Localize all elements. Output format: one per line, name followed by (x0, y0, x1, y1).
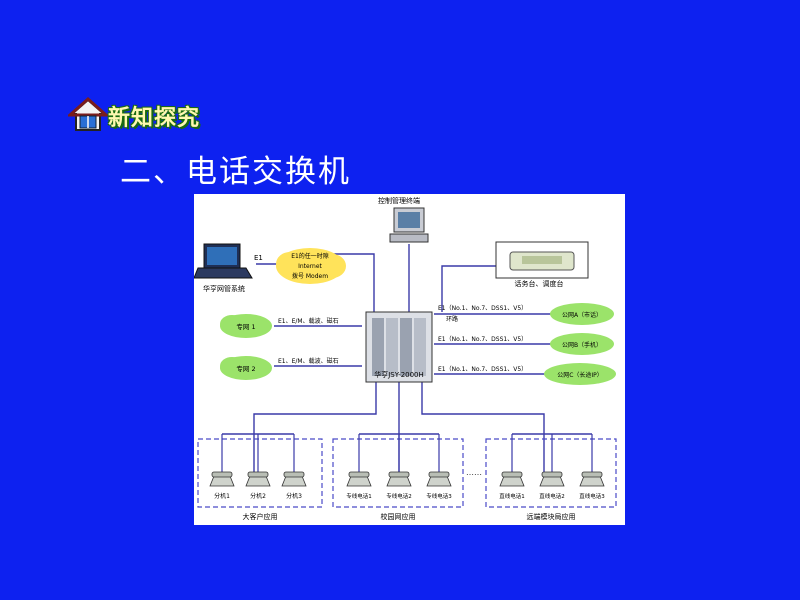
phone-label: 专线电话2 (386, 492, 412, 500)
control-terminal-label: 控制管理终端 (378, 196, 420, 205)
mgmt-system-label: 华亨网管系统 (203, 284, 245, 293)
private-cloud-2-label: 专网 2 (236, 364, 255, 373)
private-link-1-label: E1、E/M、载波、磁石 (278, 317, 339, 325)
loop-label: 环路 (446, 315, 458, 323)
connection-lines (222, 244, 592, 474)
telephone-switch-diagram: 控制管理终端 话务台、调度台 华亨网管系统 E1 E1的任一时隙 Interne… (194, 194, 625, 525)
switch-label: 华亨JSY-2000H (374, 370, 424, 379)
phone-label: 分机1 (214, 492, 230, 500)
page-title: 二、电话交换机 (120, 154, 351, 190)
phone-icon (346, 434, 372, 487)
phone-label: 专线电话1 (346, 492, 372, 500)
private-link-2-label: E1、E/M、载波、磁石 (278, 357, 339, 365)
phone-label: 直线电话1 (499, 492, 525, 500)
laptop-icon (194, 243, 253, 279)
phone-label: 专线电话3 (426, 492, 452, 500)
phone-icon (579, 434, 605, 487)
phone-icon (426, 434, 452, 487)
group-2-title: 校园网应用 (381, 512, 416, 521)
section-badge: 新知探究 (68, 96, 228, 134)
private-cloud-1-label: 专网 1 (236, 322, 255, 331)
public-cloud-b (550, 333, 614, 355)
phone-label: 直线电话3 (579, 492, 605, 500)
group-box-3 (485, 438, 617, 508)
group-box-2 (332, 438, 464, 508)
mgmt-link-label: E1 (254, 254, 263, 262)
badge-label: 新知探究 (108, 105, 201, 131)
public-cloud-a-label: 公网A（市话） (562, 311, 602, 319)
private-cloud-1 (220, 314, 272, 338)
public-link-b-label: E1（No.1、No.7、DSS1、V5） (438, 336, 527, 343)
switch-cabinet-icon (365, 311, 433, 383)
phone-icon (499, 434, 525, 487)
operator-console-label: 话务台、调度台 (515, 279, 564, 288)
cloud-line-1: E1的任一时隙 (291, 252, 329, 260)
internet-cloud (276, 248, 346, 284)
public-cloud-c (544, 363, 616, 385)
public-link-a-label: E1（No.1、No.7、DSS1、V5） (438, 305, 527, 312)
public-cloud-c-label: 公网C（长途IP） (557, 371, 603, 379)
public-link-c-label: E1（No.1、No.7、DSS1、V5） (438, 366, 527, 373)
private-cloud-2 (220, 356, 272, 380)
group-1-title: 大客户应用 (243, 512, 278, 521)
ellipsis-label: …… (466, 468, 482, 477)
cloud-line-3: 拨号 Modem (292, 272, 328, 280)
phone-icon (281, 434, 307, 487)
phone-label: 直线电话2 (539, 492, 565, 500)
phone-label: 分机3 (286, 492, 302, 500)
phone-icon (209, 434, 235, 487)
house-book-icon (68, 96, 108, 131)
phone-label: 分机2 (250, 492, 266, 500)
phone-icon (245, 434, 271, 487)
public-cloud-b-label: 公网B（手机） (562, 341, 602, 349)
phone-icon (386, 434, 412, 487)
phone-icon (539, 434, 565, 487)
console-icon (495, 241, 589, 279)
computer-icon (389, 207, 429, 243)
public-cloud-a (550, 303, 614, 325)
cloud-line-2: Internet (298, 263, 322, 270)
group-3-title: 远端模块局应用 (527, 512, 576, 521)
